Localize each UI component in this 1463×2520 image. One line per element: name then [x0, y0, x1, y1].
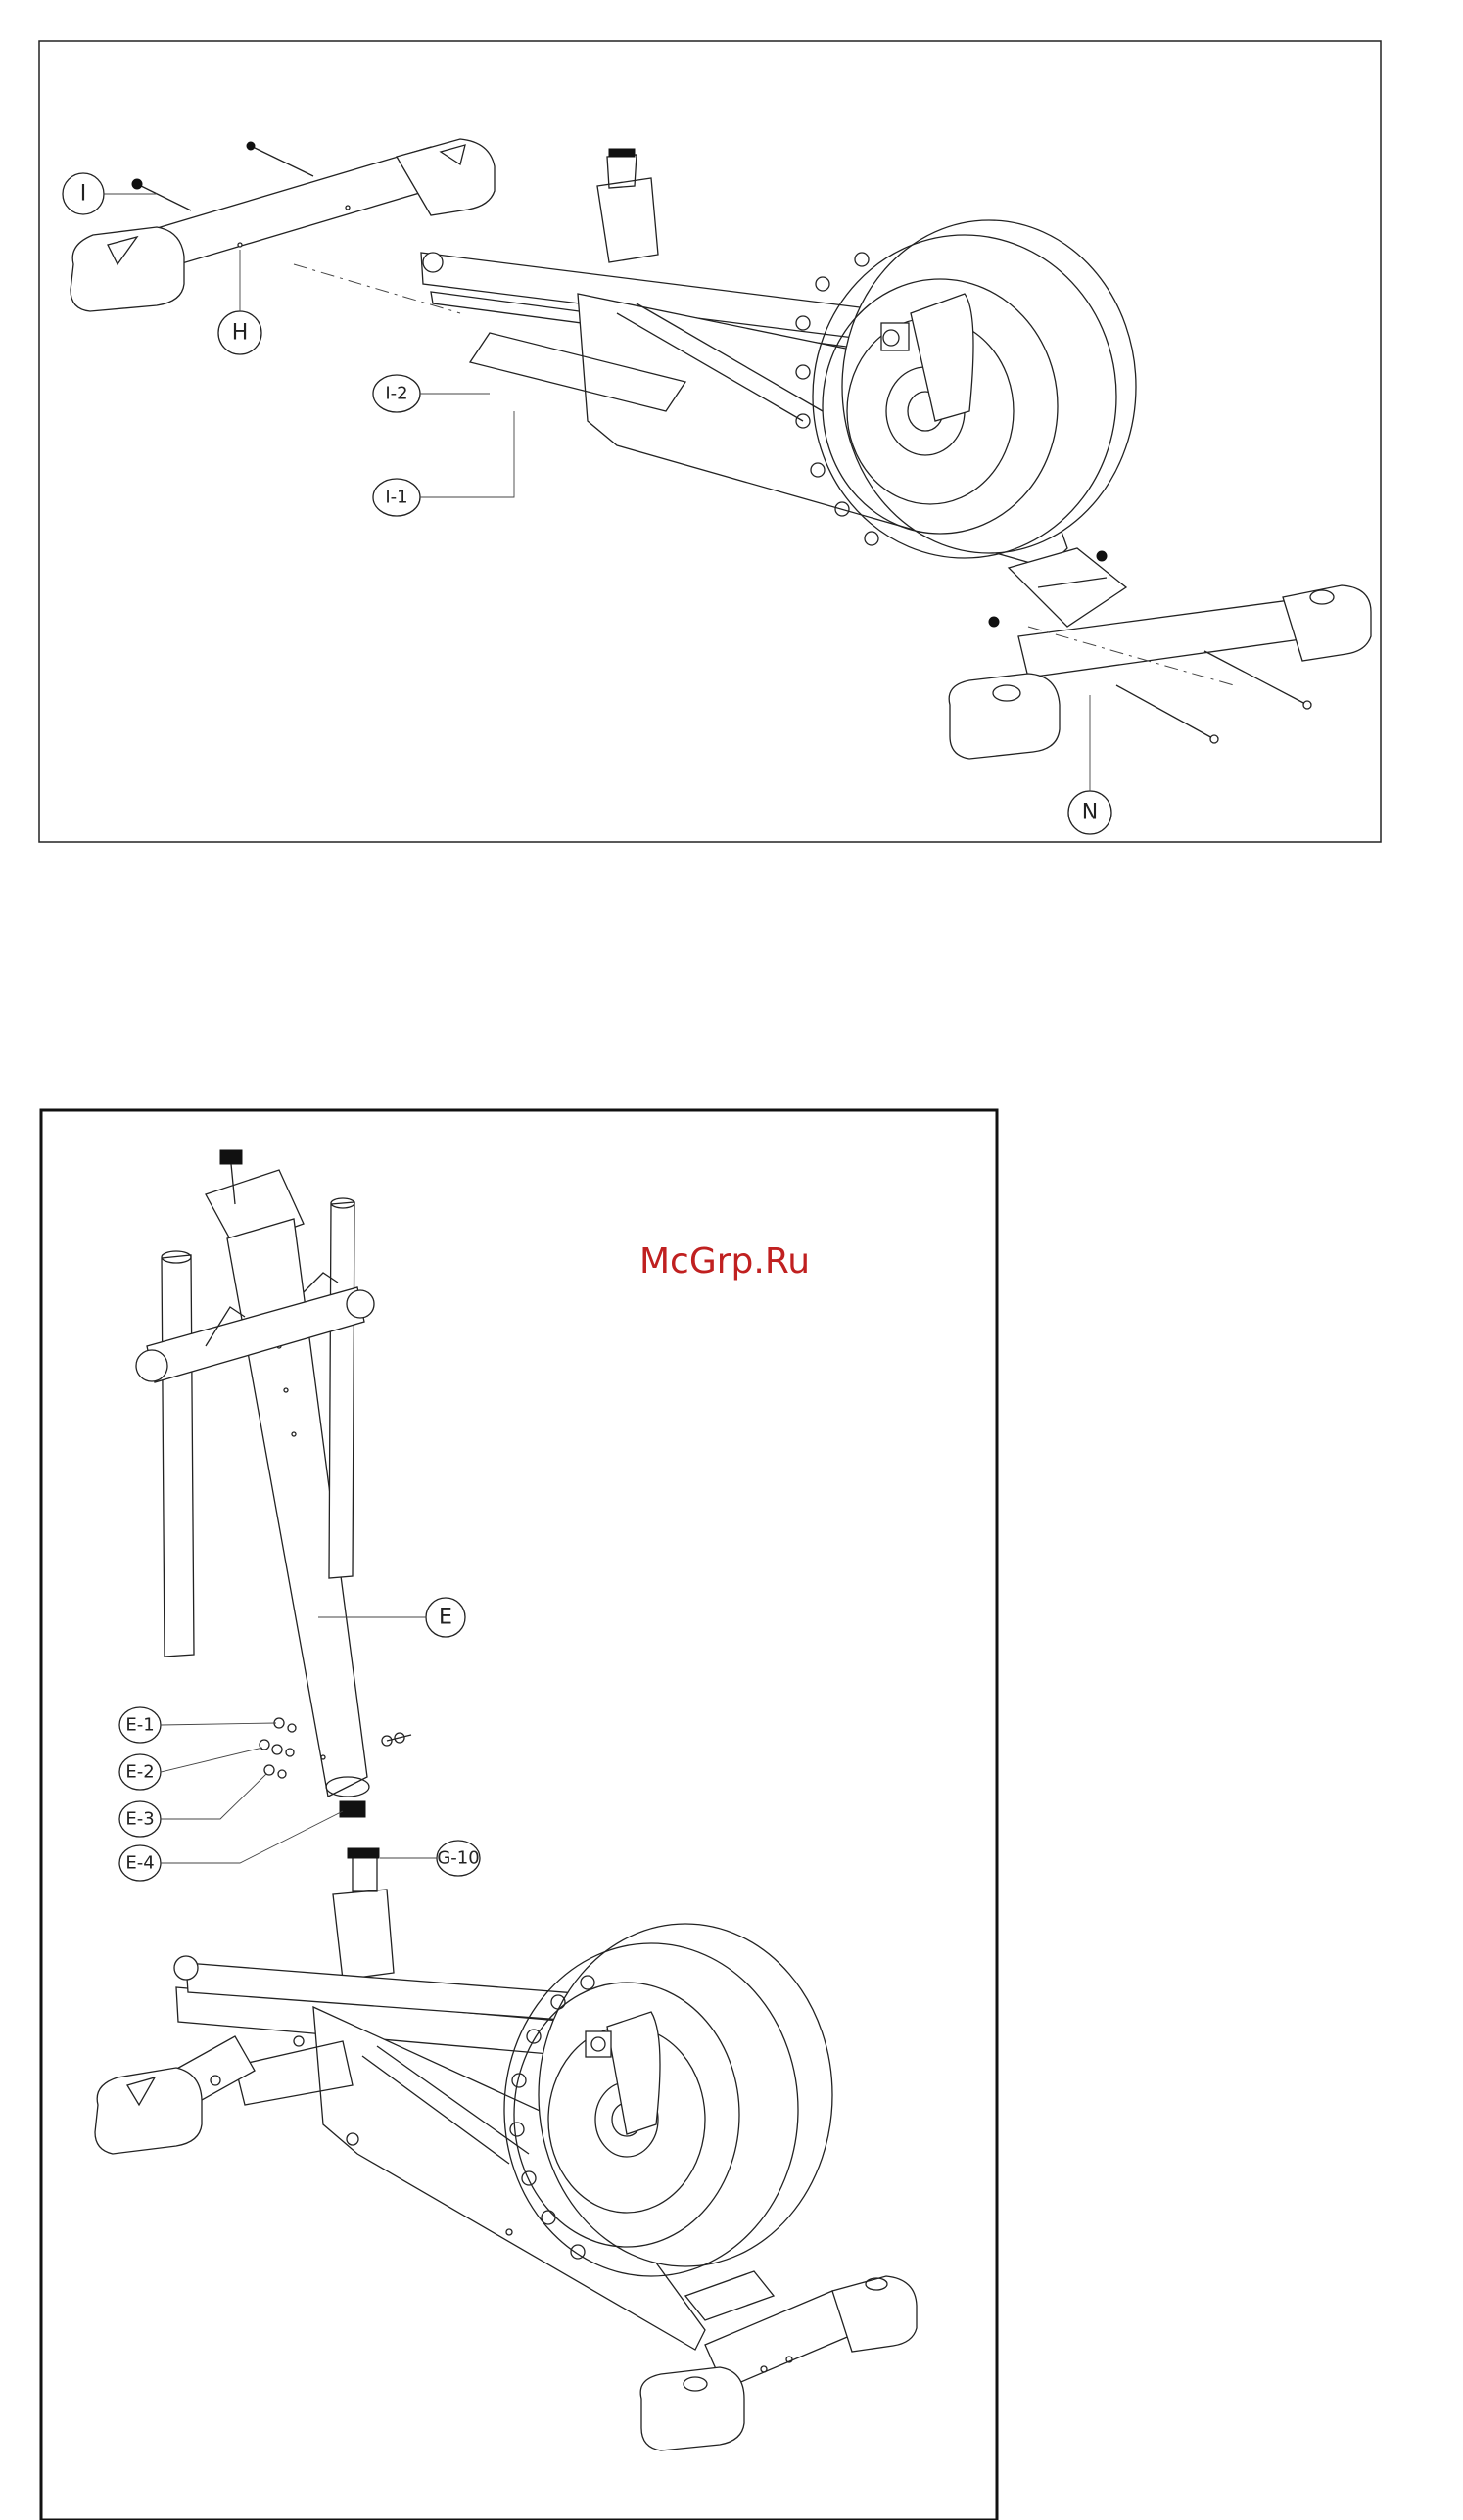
callout-I-2: I-2 — [373, 375, 490, 412]
top-front-stabilizer — [71, 139, 495, 313]
callout-H-label: H — [232, 321, 249, 346]
callout-E-1-label: E-1 — [125, 1715, 154, 1736]
top-rear-stabilizer — [949, 551, 1371, 759]
watermark: McGrp.Ru — [639, 1241, 810, 1282]
callout-E-2-label: E-2 — [125, 1762, 154, 1783]
callout-N-label: N — [1082, 801, 1098, 825]
callout-E-3-label: E-3 — [125, 1809, 154, 1830]
bottom-main-frame — [174, 1848, 832, 2350]
callout-G-10: G-10 — [380, 1841, 480, 1876]
callout-E-1: E-1 — [119, 1707, 276, 1743]
callout-I-1-label: I-1 — [385, 488, 407, 508]
callout-I-label: I — [80, 182, 87, 207]
callout-I-2-label: I-2 — [385, 384, 407, 404]
front-post-E — [136, 1150, 374, 1817]
callout-I-1: I-1 — [373, 411, 514, 516]
callout-N: N — [1068, 695, 1111, 834]
callout-I: I — [63, 173, 157, 214]
callout-E-2: E-2 — [119, 1748, 262, 1790]
callout-E-4-label: E-4 — [125, 1853, 154, 1874]
callout-G-10-label: G-10 — [437, 1848, 479, 1869]
callout-H: H — [218, 250, 261, 354]
callout-E-label: E — [439, 1606, 452, 1630]
bottom-front-stabilizer — [95, 2036, 304, 2154]
top-main-frame — [421, 149, 1136, 627]
